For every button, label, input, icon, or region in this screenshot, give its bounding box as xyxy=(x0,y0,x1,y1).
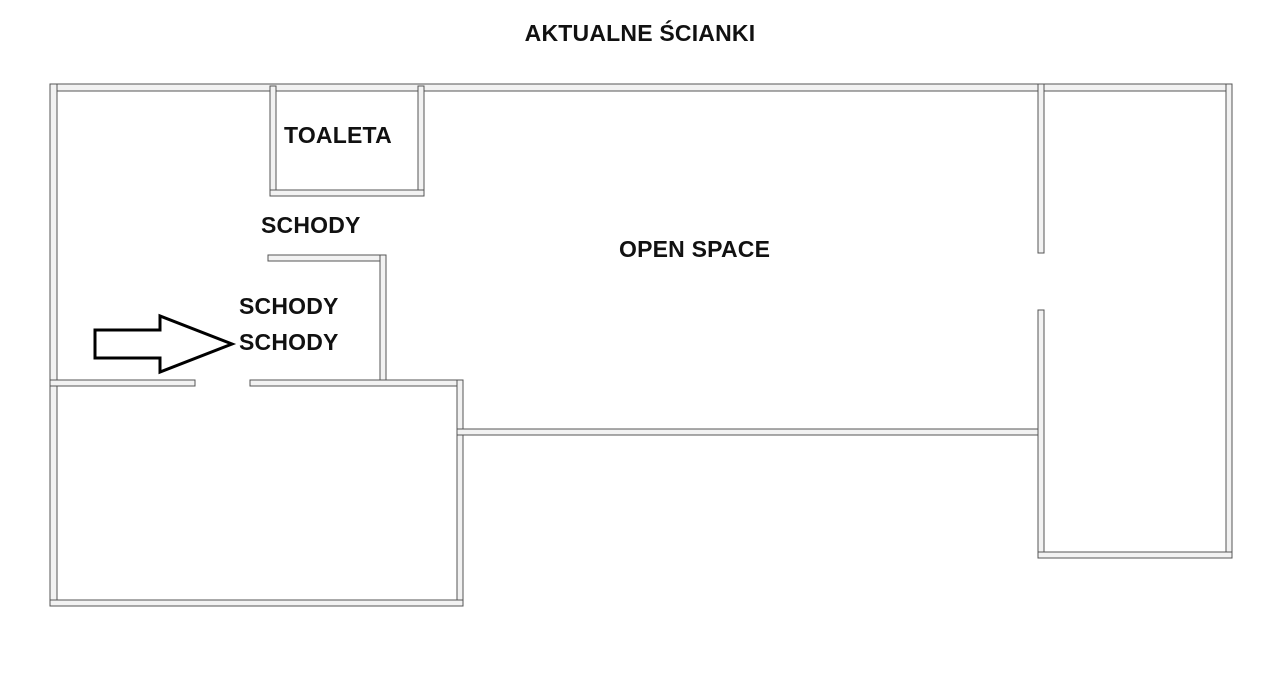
room-label-toaleta: TOALETA xyxy=(284,122,392,148)
page-title: AKTUALNE ŚCIANKI xyxy=(524,20,756,46)
entry-arrow-icon xyxy=(93,313,237,375)
walls-group xyxy=(49,83,1233,607)
wall-stairs-top xyxy=(267,254,387,262)
wall-left-outer-upper xyxy=(49,83,58,387)
wall-toaleta-left xyxy=(269,85,277,197)
wall-corridor-right xyxy=(456,428,1045,436)
room-label-open-space: OPEN SPACE xyxy=(619,236,771,262)
wall-toaleta-bottom xyxy=(269,189,425,197)
wall-lower-room-right xyxy=(456,379,464,607)
wall-right-upper-vertical xyxy=(1037,83,1045,254)
wall-right-room-bottom xyxy=(1037,551,1233,559)
room-label-schody-low: SCHODY xyxy=(239,329,339,355)
room-label-schody-top: SCHODY xyxy=(261,212,361,238)
wall-left-outer-lower xyxy=(49,382,58,607)
wall-lower-room-bottom xyxy=(49,599,464,607)
annotations-group xyxy=(93,313,237,375)
wall-toaleta-right xyxy=(417,85,425,197)
wall-right-outer xyxy=(1225,83,1233,559)
wall-stairs-right xyxy=(379,254,387,387)
wall-right-lower-vertical xyxy=(1037,309,1045,559)
wall-mid-left-segment xyxy=(49,379,196,387)
room-label-schody-mid: SCHODY xyxy=(239,293,339,319)
wall-mid-right-segment xyxy=(249,379,464,387)
wall-top-outer xyxy=(49,83,1233,92)
